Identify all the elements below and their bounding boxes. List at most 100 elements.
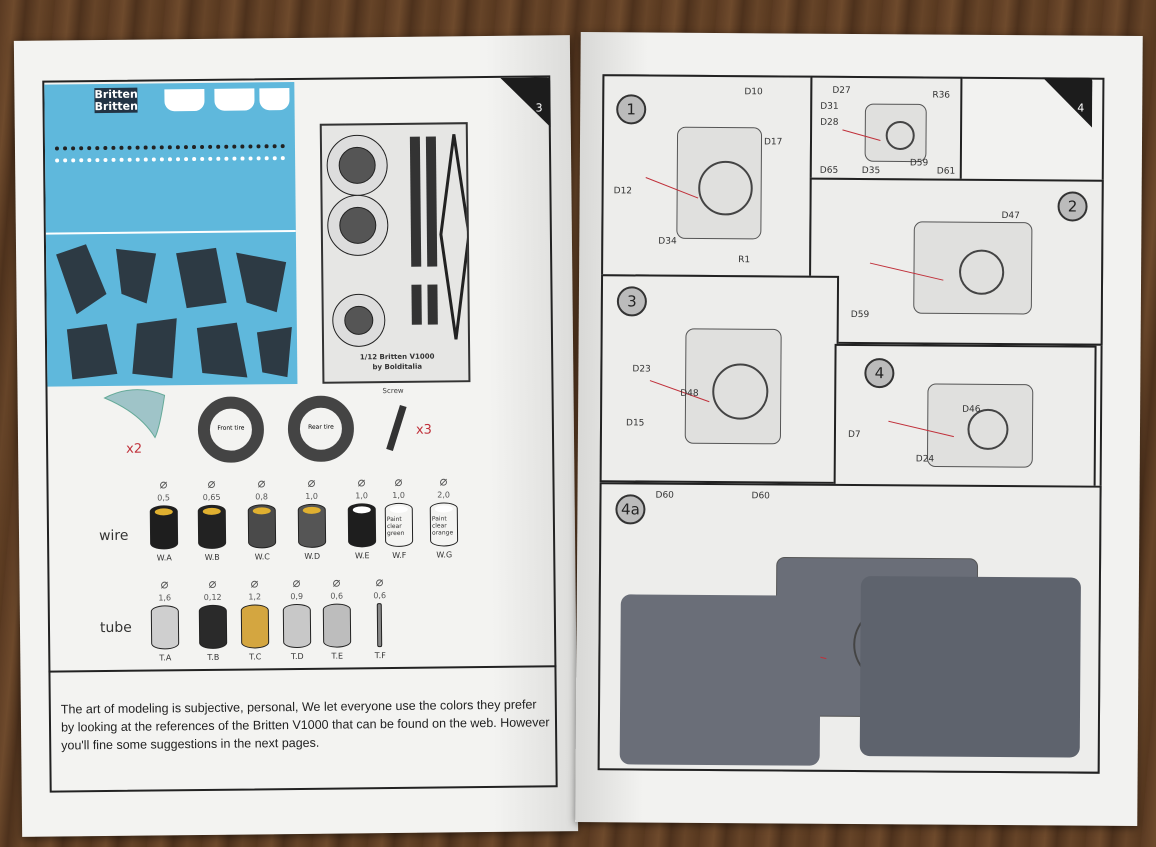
decal-white-panel: [259, 88, 290, 111]
rear-tire-label: Rear tire: [308, 423, 334, 431]
tube-code: T.C: [249, 652, 262, 662]
note-text: The art of modeling is subjective, perso…: [60, 697, 550, 753]
part-label: D28: [820, 117, 839, 128]
step-number: 4a: [615, 494, 646, 525]
part-label: D15: [625, 418, 645, 429]
tube-row: ⌀ 1,6 T.A⌀ 0,12 T.B⌀ 1,2 T.C⌀ 0,9 T.D⌀ 0…: [14, 35, 570, 662]
tube-code: T.A: [159, 653, 172, 663]
wire-code: W.C: [254, 552, 270, 562]
front-tire-label: Front tire: [217, 424, 245, 432]
wire-diameter: 0,8: [255, 492, 269, 502]
wire-sample: [197, 504, 227, 550]
wire-row: ⌀ 0,5 W.A⌀ 0,65 W.B⌀ 0,8 W.C⌀ 1,0 W.D⌀ 1…: [14, 35, 570, 562]
diameter-icon: ⌀: [394, 474, 403, 490]
part-label: D31: [820, 101, 839, 112]
diameter-icon: ⌀: [160, 577, 169, 593]
photo-etch-fret: 1/12 Britten V1000 by Bolditalia: [319, 122, 471, 384]
diameter-icon: ⌀: [375, 575, 384, 591]
tube-code: T.B: [207, 652, 220, 662]
tube-label: tube: [99, 619, 132, 637]
diameter-icon: ⌀: [207, 476, 216, 492]
diameter-icon: ⌀: [159, 477, 168, 493]
wire-sample: [247, 504, 277, 549]
part-label: D7: [847, 429, 861, 441]
tube-code: T.D: [290, 651, 304, 662]
tube-diameter: 0,6: [330, 591, 344, 601]
tube-diameter: 0,6: [373, 591, 387, 601]
wire-code: W.F: [392, 550, 407, 560]
decal-brand: Britten: [94, 99, 138, 114]
wire-sample: Paint clear orange: [429, 502, 459, 547]
screw-qty: x3: [415, 422, 432, 438]
part-label: D46: [962, 404, 981, 415]
diameter-icon: ⌀: [439, 474, 448, 490]
left-page: 3 Britten Britten 1/12 Britten V1000: [13, 35, 579, 837]
decal-white-panel: [164, 88, 205, 112]
part-label: D27: [832, 85, 851, 96]
photo-etch-parts: [326, 134, 471, 347]
engine-drawing: [619, 556, 1081, 766]
diameter-icon: ⌀: [208, 576, 217, 592]
part-label: D60: [751, 491, 770, 502]
wire-code: W.A: [156, 553, 172, 563]
tube-code: T.F: [374, 651, 386, 661]
decal-white-panel: [214, 88, 255, 111]
step-number: 4: [864, 358, 895, 389]
wire-sample: Paint clear green: [384, 502, 414, 548]
wire-label: wire: [98, 527, 129, 545]
wire-diameter: 2,0: [437, 490, 451, 500]
tube-sample: [376, 603, 383, 648]
diameter-icon: ⌀: [307, 475, 316, 491]
fret-title: 1/12 Britten V1000: [359, 352, 435, 362]
screw-label: Screw: [382, 386, 404, 396]
part-label: D47: [1001, 210, 1020, 222]
part-label: R1: [738, 255, 751, 266]
wire-code: W.G: [436, 550, 453, 560]
part-label: D12: [613, 186, 633, 197]
engine-drawing: [645, 126, 763, 240]
windscreen-part: [103, 389, 166, 439]
diameter-icon: ⌀: [257, 476, 266, 492]
diameter-icon: ⌀: [250, 576, 259, 592]
wire-sample: [149, 505, 179, 550]
step-number: 3: [616, 286, 647, 317]
windscreen-qty: x2: [126, 441, 143, 457]
step-panel: 4a D60 D60: [597, 482, 1102, 774]
tube-sample: [150, 605, 180, 650]
wire-diameter: 1,0: [392, 490, 406, 500]
part-label: D10: [744, 87, 763, 98]
part-label: D60: [655, 490, 674, 501]
part-label: D65: [819, 165, 839, 176]
step-number: 2: [1057, 191, 1088, 222]
tube-diameter: 0,9: [290, 591, 304, 602]
wire-diameter: 0,5: [157, 493, 171, 503]
wire-code: W.B: [204, 552, 220, 562]
step-number: 1: [616, 94, 647, 125]
decal-checker-strip: [54, 144, 286, 163]
part-label: D23: [632, 364, 651, 375]
part-label: D59: [850, 309, 870, 321]
engine-drawing: [842, 103, 927, 163]
diameter-icon: ⌀: [292, 575, 301, 592]
part-label: D34: [658, 236, 677, 247]
part-label: D24: [915, 454, 935, 465]
part-label: D17: [763, 137, 783, 148]
wire-diameter: 1,0: [305, 491, 319, 501]
tube-code: T.E: [331, 651, 344, 661]
tube-diameter: 1,6: [158, 593, 172, 603]
diameter-icon: ⌀: [357, 475, 366, 491]
wire-sample: [347, 503, 377, 548]
tube-sample: [282, 603, 312, 649]
part-label: D35: [861, 166, 881, 177]
part-label: R36: [932, 90, 951, 101]
wire-code: W.E: [354, 551, 370, 561]
part-label: D48: [680, 388, 699, 399]
part-label: D61: [936, 166, 956, 177]
tube-sample: [198, 604, 228, 650]
tube-diameter: 0,12: [203, 592, 222, 602]
